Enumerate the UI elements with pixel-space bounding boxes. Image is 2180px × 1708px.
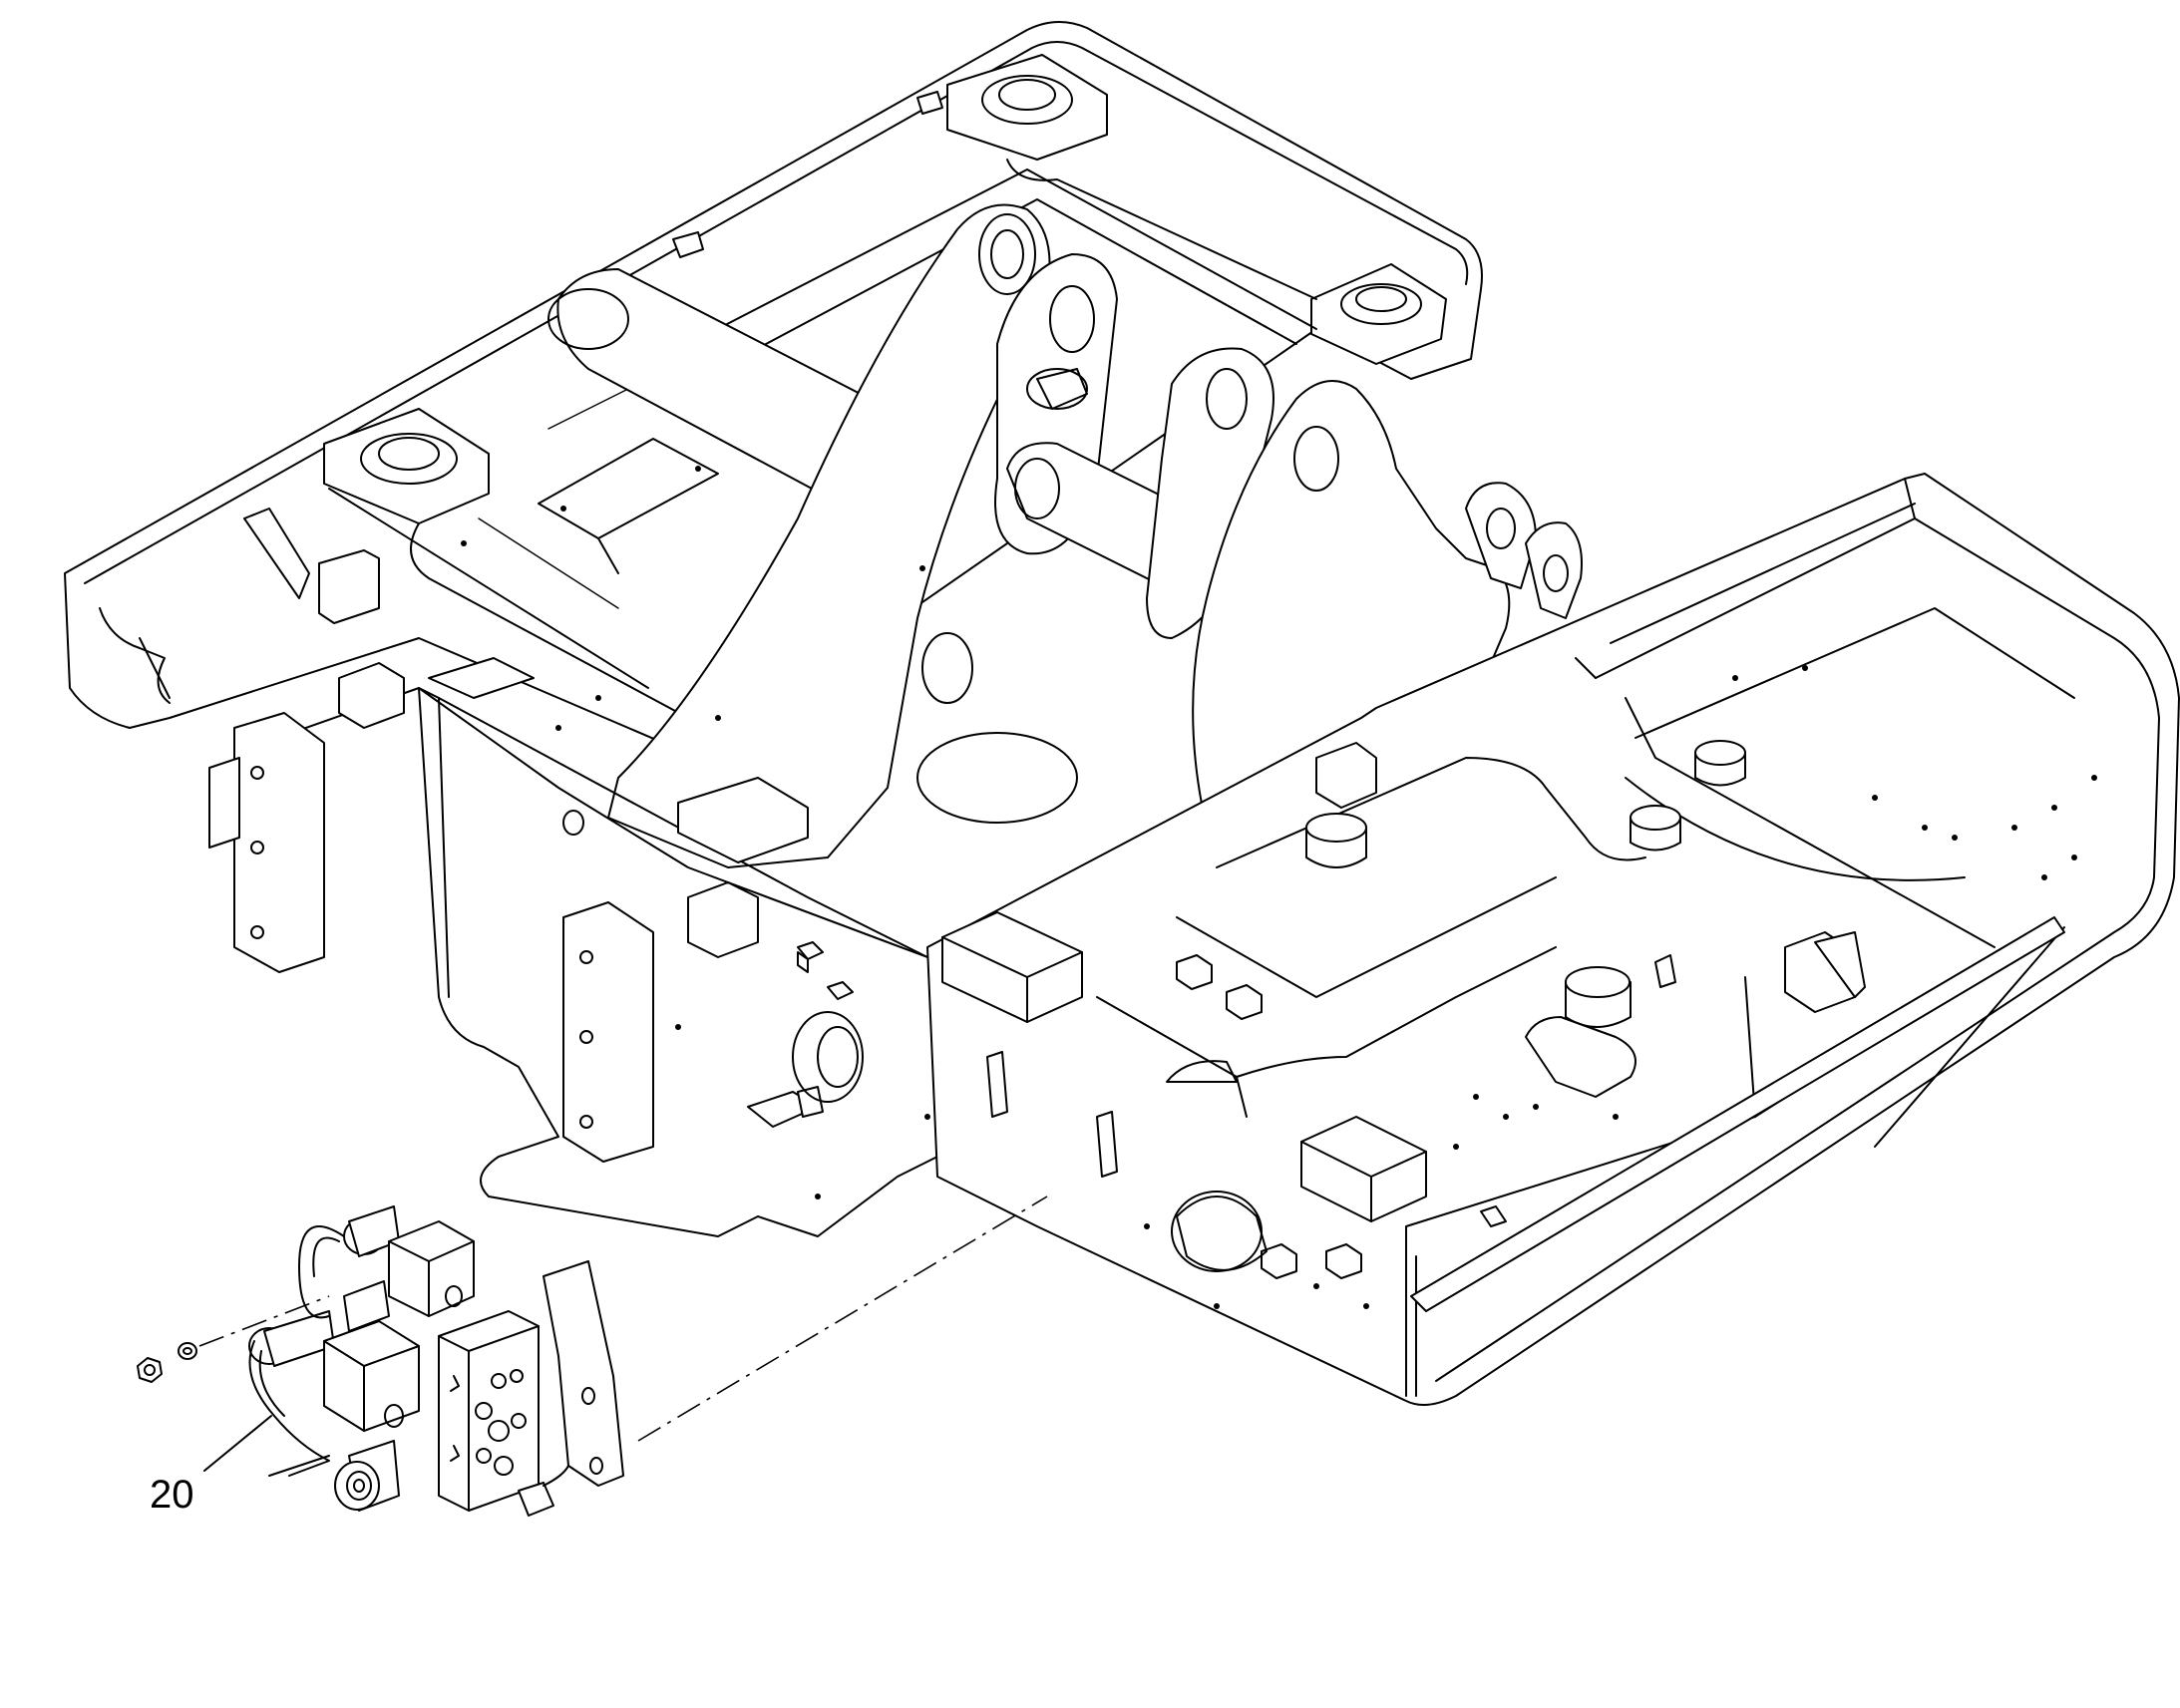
right-deck	[926, 473, 2180, 1406]
assembly-centerlines	[198, 1196, 1048, 1442]
callout-20: 20	[150, 1415, 272, 1517]
solenoid-valve-assembly	[137, 1205, 624, 1517]
callout-label-20: 20	[150, 1473, 194, 1517]
